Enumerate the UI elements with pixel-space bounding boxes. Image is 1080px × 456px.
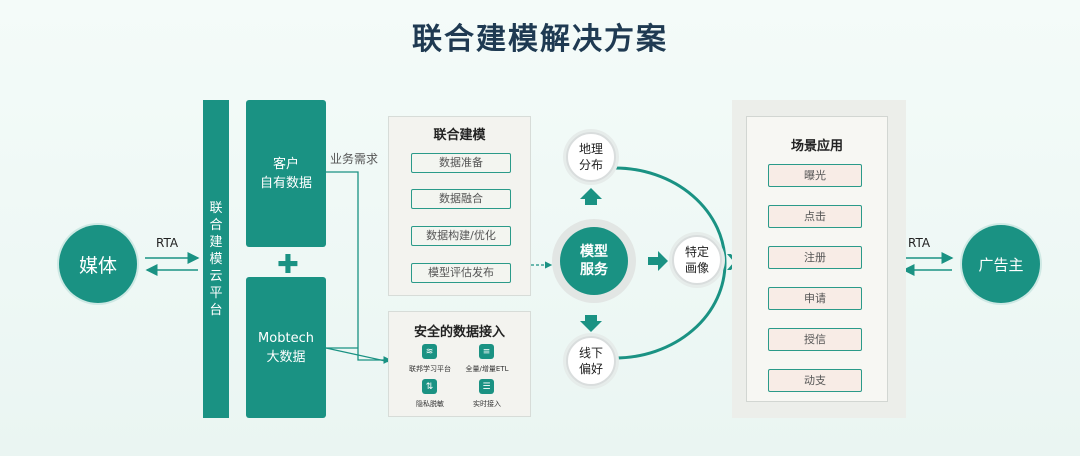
specific-profile-node: 特定 画像 <box>672 235 722 285</box>
secure-item-label: 实时接入 <box>473 400 501 408</box>
modeling-step: 模型评估发布 <box>411 263 511 283</box>
secure-item-label: 全量/增量ETL <box>465 365 509 373</box>
customer-connector <box>326 171 392 364</box>
model-service-node: 模型 服务 <box>560 227 628 295</box>
geo-distribution-node: 地理 分布 <box>566 132 616 182</box>
scenario-step: 注册 <box>768 246 862 269</box>
offline-line1: 线下 <box>578 346 603 360</box>
model-service-ring: 模型 服务 <box>552 219 636 303</box>
rta-left-label: RTA <box>156 236 179 250</box>
modeling-panel: 联合建模 数据准备 数据融合 数据构建/优化 模型评估发布 <box>388 116 531 296</box>
list-icon: ☰ <box>479 379 494 394</box>
platform-char: 合 <box>209 217 223 233</box>
scenario-panel: 场景应用 曝光 点击 注册 申请 授信 动支 <box>746 116 888 402</box>
modeling-title: 联合建模 <box>433 128 486 143</box>
scenario-step: 曝光 <box>768 164 862 187</box>
profile-line2: 画像 <box>684 261 709 275</box>
mobtech-connector <box>325 347 391 363</box>
secure-item-label: 隐私脱敏 <box>416 400 444 408</box>
page-title: 联合建模解决方案 <box>412 22 668 57</box>
scenario-step: 授信 <box>768 328 862 351</box>
modeling-step: 数据构建/优化 <box>411 226 511 246</box>
model-service-line2: 服务 <box>580 262 608 278</box>
media-label: 媒体 <box>78 254 117 277</box>
secure-access-title: 安全的数据接入 <box>413 325 505 340</box>
federated-cloud-platform-bar: 联 合 建 模 云 平 台 <box>203 100 229 418</box>
mobtech-data-line1: Mobtech <box>258 330 314 346</box>
platform-char: 模 <box>209 251 223 267</box>
platform-char: 建 <box>209 234 223 250</box>
platform-char: 平 <box>209 285 223 301</box>
customer-data-line2: 自有数据 <box>259 175 312 191</box>
platform-char: 联 <box>209 200 223 216</box>
geo-line2: 分布 <box>578 158 603 172</box>
profile-line1: 特定 <box>684 245 709 259</box>
plus-icon: ✚ <box>277 250 299 280</box>
platform-char: 云 <box>209 268 223 284</box>
platform-char: 台 <box>209 302 223 318</box>
geo-line1: 地理 <box>578 142 603 156</box>
offline-preference-node: 线下 偏好 <box>566 336 616 386</box>
scenario-step: 点击 <box>768 205 862 228</box>
mobtech-data-line2: 大数据 <box>266 349 306 365</box>
advertiser-node: 广告主 <box>962 225 1040 303</box>
advertiser-label: 广告主 <box>978 255 1024 274</box>
media-node: 媒体 <box>59 225 137 303</box>
secure-item-label: 联邦学习平台 <box>409 365 451 373</box>
mobtech-data-box: Mobtech 大数据 <box>246 277 326 418</box>
scenario-step: 申请 <box>768 287 862 310</box>
business-need-label: 业务需求 <box>330 152 379 166</box>
modeling-step: 数据准备 <box>411 153 511 173</box>
stack-icon: ≋ <box>422 344 437 359</box>
shield-icon: ⇅ <box>422 379 437 394</box>
modeling-step: 数据融合 <box>411 189 511 209</box>
model-service-line1: 模型 <box>580 244 608 260</box>
secure-access-panel: 安全的数据接入 ≋ 联邦学习平台 ≡ 全量/增量ETL ⇅ 隐私脱敏 ☰ 实时接… <box>388 311 531 417</box>
offline-line2: 偏好 <box>578 362 603 376</box>
database-icon: ≡ <box>479 344 494 359</box>
rta-right-label: RTA <box>908 236 931 250</box>
customer-data-line1: 客户 <box>272 156 299 172</box>
scenario-title: 场景应用 <box>790 139 843 154</box>
customer-data-box: 客户 自有数据 <box>246 100 326 247</box>
scenario-step: 动支 <box>768 369 862 392</box>
